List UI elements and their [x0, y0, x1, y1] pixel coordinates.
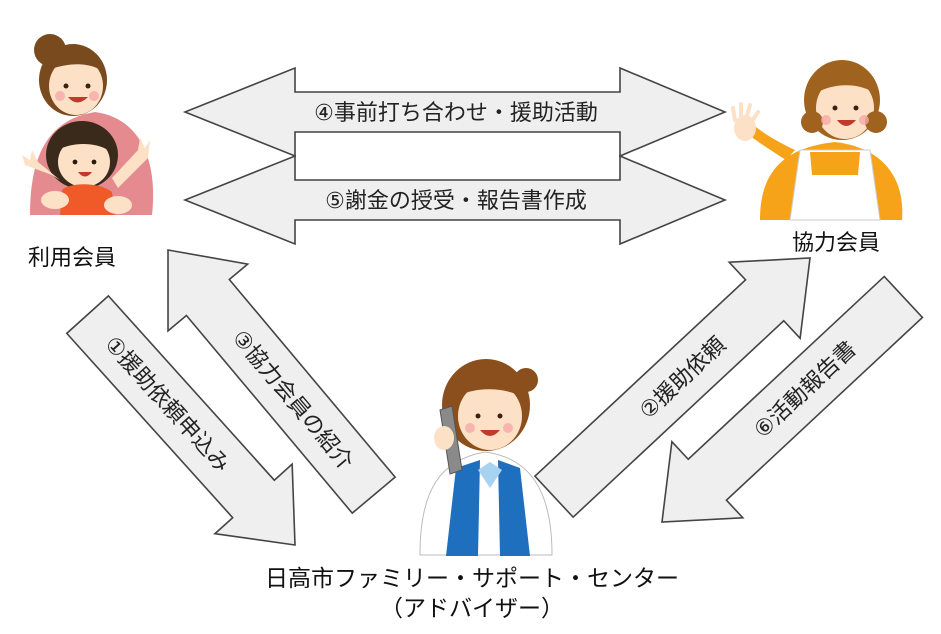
cooperator-member-illustration: [731, 60, 903, 221]
advisor-illustration: [419, 359, 553, 556]
arrow-1: [65, 294, 296, 546]
center-label-line2: （アドバイザー）: [380, 596, 564, 622]
user-member-illustration: [22, 34, 154, 215]
double-arrow-5: [182, 154, 728, 246]
double-arrow-4: [182, 66, 728, 158]
step-5-label: ⑤謝金の授受・報告書作成: [325, 189, 587, 214]
step-1-label: ①援助依頼申込み: [99, 332, 234, 478]
arrow-2: [533, 257, 811, 519]
arrow-6: [661, 275, 924, 523]
cooperator-member-label: 協力会員: [792, 231, 880, 256]
arrow-3: [167, 249, 397, 515]
user-member-label: 利用会員: [28, 246, 116, 271]
center-label-line1: 日高市ファミリー・サポート・センター: [265, 566, 679, 592]
step-4-label: ④事前打ち合わせ・援助活動: [314, 101, 598, 126]
